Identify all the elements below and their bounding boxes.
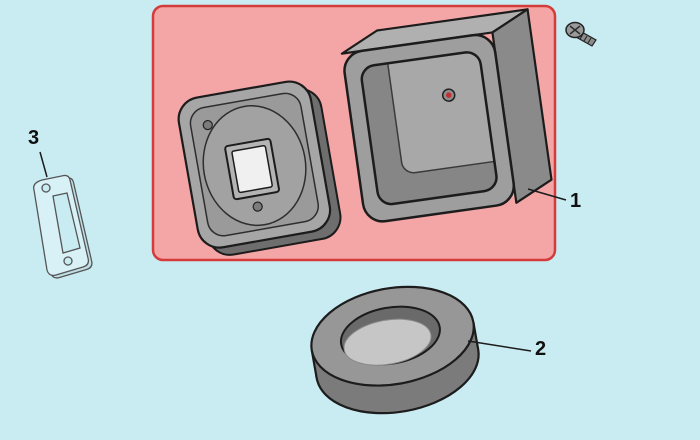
cover-screw-hole-bottom bbox=[252, 201, 263, 212]
air-filter-cover-drawing[interactable] bbox=[175, 77, 344, 260]
cover-vent-opening bbox=[231, 144, 273, 194]
callout-2-label[interactable]: 2 bbox=[535, 338, 547, 360]
cover-screw-hole-top bbox=[202, 119, 213, 131]
air-filter-housing-drawing[interactable] bbox=[339, 8, 554, 224]
screw-head-recess bbox=[569, 25, 581, 35]
housing-mount-hole-mark bbox=[445, 92, 452, 98]
callout-3-leader-line bbox=[39, 151, 48, 178]
gasket-bolt-hole-top bbox=[41, 183, 51, 193]
gasket-drawing[interactable] bbox=[33, 174, 93, 279]
callout-3-label[interactable]: 3 bbox=[28, 127, 40, 149]
gasket-bolt-hole-bottom bbox=[63, 256, 73, 266]
air-filter-element-drawing[interactable] bbox=[303, 275, 486, 426]
callout-1-leader-line bbox=[527, 188, 567, 201]
gasket-center-opening bbox=[52, 192, 81, 254]
housing-cavity-interior bbox=[387, 50, 499, 174]
housing-front-rim bbox=[343, 33, 516, 223]
screw-fastener-icon bbox=[565, 21, 597, 47]
filter-opening-interior bbox=[343, 318, 432, 366]
callout-1-label[interactable]: 1 bbox=[570, 190, 582, 212]
callout-2-leader-line bbox=[467, 340, 532, 352]
